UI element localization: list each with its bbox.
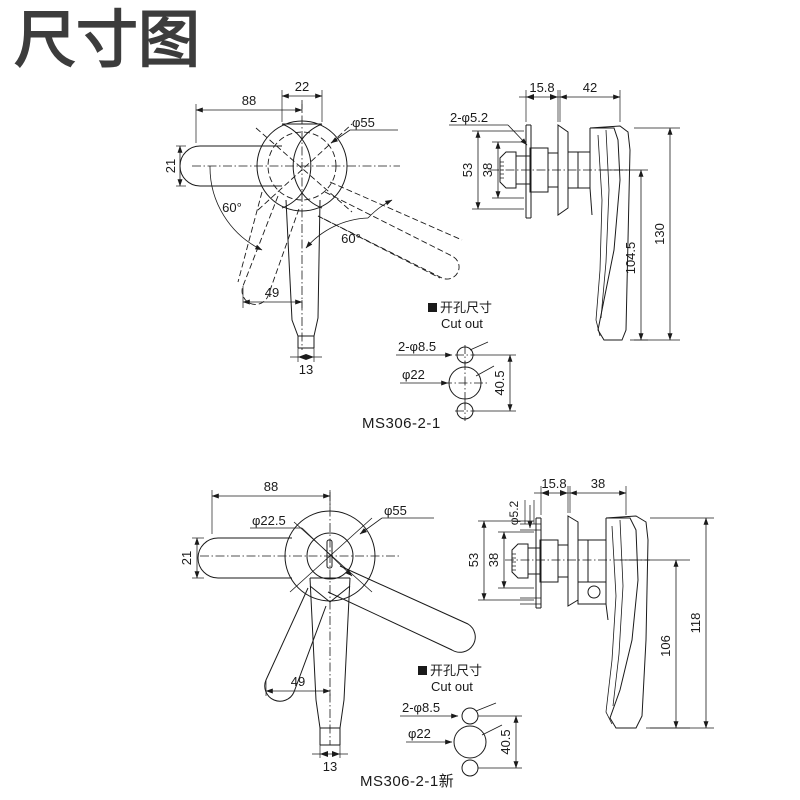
dim-130-side-1: 130 [634,127,680,341]
dim-label-49: 49 [265,285,279,300]
dim-label-130: 130 [652,223,667,245]
dim-label-38-2: 38 [486,553,501,567]
dim-40-5-cutout-1: 40.5 [473,354,516,412]
dim-13-front-1: 13 [290,348,322,377]
dim-22-front-1: 22 [281,79,323,122]
dim-2phi5-2-side-1: 2-φ5.2 [449,110,528,146]
dim-15-8-side-1: 15.8 [519,80,565,122]
drawing-ms306-2-1: 88 22 21 [163,79,680,432]
bullet-square-icon [428,303,437,312]
dim-label-phi22-5: φ22.5 [252,513,286,528]
dim-label-53-2: 53 [466,553,481,567]
cutout-title-en: Cut out [441,316,483,331]
dim-88-front-2: 88 [211,479,331,534]
dim-label-49-2: 49 [291,674,305,689]
dim-phi55-front-2: φ55 [359,503,434,535]
dim-118-side-2: 118 [650,517,714,729]
dim-104-5-side-1: 104.5 [600,169,648,341]
side-view-ms306-2-1: 15.8 42 2-φ5.2 [449,80,680,341]
side-view-ms306-2-1-new: φ5.2 15.8 38 [466,476,714,729]
dim-phi55-front-1: φ55 [330,115,398,144]
cutout-title-en-2: Cut out [431,679,473,694]
dim-38-side-2: 38 [486,531,534,589]
front-view-ms306-2-1: 88 22 21 [163,79,463,377]
dim-38-top-side-2: 38 [569,476,627,515]
angle-label-60-left: 60° [222,200,242,215]
dim-53-side-1: 53 [460,130,524,210]
model-label-1: MS306-2-1 [362,415,441,432]
dim-label-40-5: 40.5 [492,370,507,395]
angle-label-60-right: 60° [341,231,361,246]
dim-label-40-5-2: 40.5 [498,729,513,754]
angle-60-right-front-1: 60° [305,199,393,249]
page-title: 尺寸图 [14,3,201,76]
dim-label-88-2: 88 [264,479,278,494]
model-label-2: MS306-2-1新 [360,773,454,790]
dim-2phi8-5-cutout-1: 2-φ8.5 [396,339,489,358]
dim-13-front-2: 13 [312,745,348,774]
dim-phi22-5-front-2: φ22.5 [250,513,353,577]
dim-21-front-1: 21 [163,145,186,187]
dim-phi22-cutout-1: φ22 [400,365,495,386]
cutout-title-cn-2: 开孔尺寸 [430,664,482,679]
angle-60-left-front-1: 60° [209,165,263,251]
dim-label-2phi5-2: 2-φ5.2 [450,110,488,125]
dim-label-118: 118 [688,613,703,634]
dim-label-53: 53 [460,163,475,177]
dim-49-front-2: 49 [265,674,331,696]
dim-label-13-2: 13 [323,759,337,774]
cutout-title-cn: 开孔尺寸 [440,301,492,316]
dim-phi5-2-side-2: φ5.2 [507,500,535,529]
dim-label-21: 21 [163,159,178,173]
dim-label-38-top: 38 [591,476,605,491]
dim-label-2phi8-5-2: 2-φ8.5 [402,700,440,715]
dim-21-front-2: 21 [179,537,204,579]
dim-label-phi22-2: φ22 [408,726,431,741]
dim-42-side-1: 42 [559,80,621,122]
dim-106-side-2: 106 [620,559,690,729]
dim-label-21-2: 21 [179,551,194,565]
dim-label-phi5-2: φ5.2 [507,500,521,525]
dim-53-side-2: 53 [466,520,534,601]
cutout-ms306-2-1-new: 开孔尺寸 Cut out 2-φ8.5 φ22 [400,664,522,777]
dim-label-38: 38 [480,163,495,177]
front-view-ms306-2-1-new: 88 21 49 [179,479,476,774]
dim-label-phi22: φ22 [402,367,425,382]
dim-label-13: 13 [299,362,313,377]
cutout-ms306-2-1: 开孔尺寸 Cut out 2-φ8.5 [396,301,516,421]
bullet-square-icon-2 [418,666,427,675]
dim-2phi8-5-cutout-2: 2-φ8.5 [400,700,497,719]
dim-label-phi55: φ55 [352,115,375,130]
drawing-ms306-2-1-new: 88 21 49 [179,476,714,790]
dim-label-22: 22 [295,79,309,94]
dim-49-front-1: 49 [242,285,303,308]
dim-label-15-8: 15.8 [529,80,554,95]
dim-label-106: 106 [658,635,673,657]
dim-40-5-cutout-2: 40.5 [478,715,522,769]
dim-label-104-5: 104.5 [623,242,638,275]
dim-15-8-side-2: 15.8 [534,476,575,515]
dim-label-42: 42 [583,80,597,95]
dim-label-88: 88 [242,93,256,108]
dim-88-front-1: 88 [195,93,303,143]
dim-label-2phi8-5: 2-φ8.5 [398,339,436,354]
dim-label-15-8-2: 15.8 [541,476,566,491]
dim-label-phi55-2: φ55 [384,503,407,518]
dim-38-side-1: 38 [480,141,524,199]
dim-phi22-cutout-2: φ22 [406,724,503,745]
